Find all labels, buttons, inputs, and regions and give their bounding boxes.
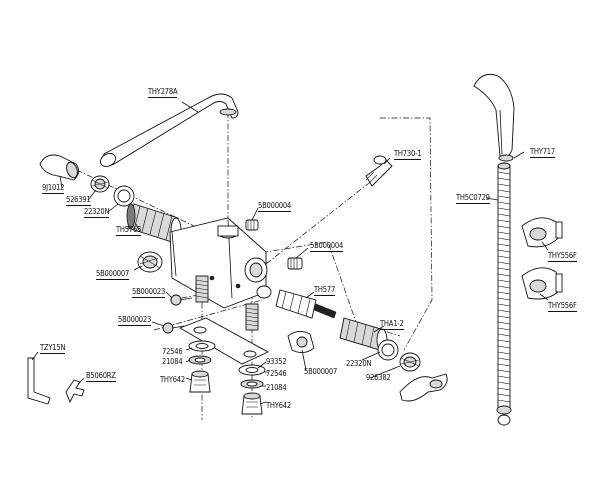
shower-head-part	[473, 73, 515, 162]
aerator-cover-part	[39, 154, 79, 181]
label-22320n-upper: 22320N	[84, 207, 110, 218]
label-9j1012: 9J1012	[42, 183, 65, 194]
axis-line-shower-run	[380, 117, 433, 351]
screw-5b000023-upper-part	[170, 294, 193, 306]
key-b5060rz-part	[65, 379, 85, 404]
knob-5b000007-left-part	[137, 251, 163, 273]
ring-22320n-upper-part	[113, 185, 135, 207]
label-thy642-left: THY642	[160, 375, 185, 384]
label-tha1-2: THA1-2	[380, 319, 404, 330]
lever-handle-part	[399, 373, 448, 402]
label-21084-right: 21084	[266, 383, 287, 392]
label-thy278a: THY278A	[148, 87, 178, 98]
bracket-plate-part	[178, 317, 269, 365]
label-22320n-lower: 22320N	[346, 359, 372, 368]
hex-key-tzy15n-part	[27, 357, 51, 405]
elbow-th730-1-part	[365, 155, 393, 187]
handle-93352-part	[287, 331, 315, 353]
fitting-5b000004-upper-part	[245, 219, 259, 231]
cartridge-th577-part	[275, 289, 337, 319]
threaded-legs-part	[195, 275, 259, 331]
label-526391: 526391	[66, 195, 91, 206]
label-thy556f-lower: THY556F	[548, 301, 577, 312]
label-5b000023-upper: 5B000023	[132, 287, 166, 298]
shower-holder-upper-part	[521, 217, 563, 248]
screw-5b000023-lower-part	[162, 322, 185, 334]
label-72546-right: 72546	[266, 369, 287, 378]
label-thy642-right: THY642	[266, 401, 291, 410]
shower-hose-part	[496, 162, 512, 426]
label-tzy15n: TZY15N	[40, 343, 66, 354]
label-21084-left: 21084	[162, 357, 183, 366]
fitting-5b000004-lower-part	[287, 257, 303, 270]
label-thy556f-upper: THY556F	[548, 251, 577, 262]
label-b5060rz: B5060RZ	[86, 371, 116, 382]
label-72546-left: 72546	[162, 347, 183, 356]
ring-22320n-lower-part	[377, 339, 399, 361]
label-5b000004-lower: 5B000004	[310, 241, 344, 252]
label-th5c0729: TH5C0729	[456, 193, 490, 204]
mixer-body-part	[169, 217, 272, 309]
label-93352: 93352	[266, 357, 287, 366]
nut-926382-part	[399, 352, 421, 372]
axis-line-right-body	[247, 175, 379, 279]
label-5b000004-upper: 5B000004	[258, 201, 292, 212]
washer-stack-left-part	[188, 340, 216, 393]
shower-holder-lower-part	[521, 267, 563, 300]
nut-526391-part	[90, 175, 110, 193]
label-5b000007-right: 5B000007	[304, 367, 338, 376]
label-th577: TH577	[314, 285, 336, 296]
label-thy717: THY717	[530, 147, 555, 158]
label-5b000007-left: 5B000007	[96, 269, 130, 280]
spout-part	[100, 93, 239, 168]
label-th5765: TH5765	[116, 225, 142, 236]
label-5b000023-lower: 5B000023	[118, 315, 152, 326]
label-th730-1: TH730-1	[394, 149, 422, 160]
label-926382: 926382	[366, 373, 391, 382]
